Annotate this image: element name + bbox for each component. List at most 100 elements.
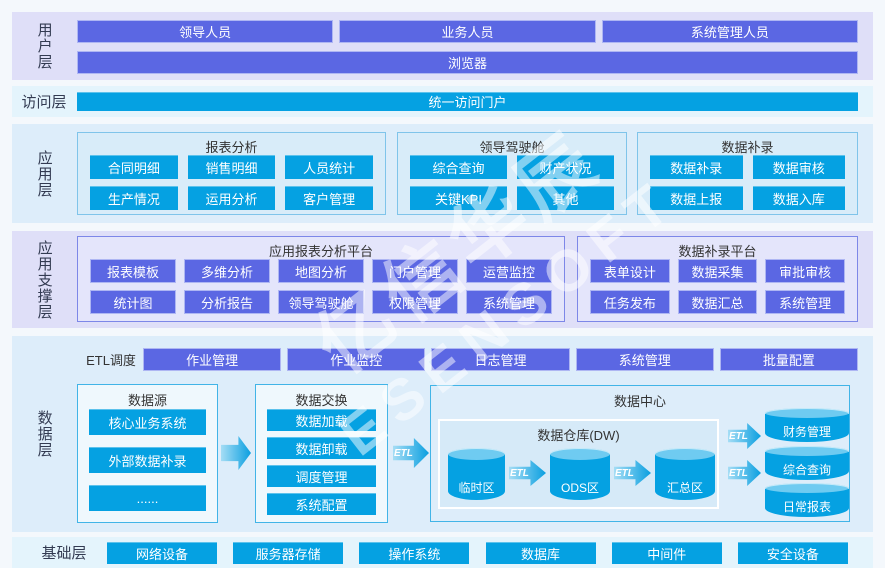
group-cockpit-grid: 综合查询 财产状况 关键KPI 其他 (410, 155, 614, 210)
node-batch-config: 批量配置 (719, 348, 859, 371)
group-report-platform-title: 应用报表分析平台 (268, 244, 373, 259)
cylinder-ods-area: ODS区 (550, 448, 610, 500)
cylinder-finance-mgmt-label: 财务管理 (782, 425, 831, 439)
arrow-etl-dw-to-marts-2: ETL (728, 460, 761, 486)
node-job-monitor: 作业监控 (287, 348, 426, 371)
box-data-center-title: 数据中心 (613, 394, 666, 409)
etl-arrow-text: ETL (729, 467, 748, 479)
cylinder-top (550, 448, 610, 460)
group-data-entry: 数据补录 数据补录 数据审核 数据上报 数据入库 (637, 132, 858, 215)
cylinder-temp-area: 临时区 (448, 448, 505, 500)
node-portal-mgmt: 门户管理 (372, 259, 458, 283)
node-operating-system: 操作系统 (359, 542, 470, 564)
cylinder-body (448, 454, 505, 500)
node-server-storage: 服务器存储 (233, 542, 344, 564)
node-data-entry: 数据补录 (650, 155, 743, 179)
node-staff-stats: 人员统计 (285, 155, 373, 179)
group-report-platform: 应用报表分析平台 报表模板 多维分析 地图分析 门户管理 运营监控 统计图 分析… (77, 236, 565, 322)
group-entry-platform-title: 数据补录平台 (678, 244, 757, 259)
node-external-data-entry: 外部数据补录 (89, 447, 206, 473)
node-sales-detail: 销售明细 (187, 155, 276, 179)
box-data-warehouse-title: 数据仓库(DW) (537, 428, 620, 443)
arrow-source-to-exchange (221, 436, 251, 470)
etl-schedule-label: ETL调度 (86, 353, 136, 368)
node-map-analysis: 地图分析 (278, 259, 364, 283)
node-schedule-mgmt: 调度管理 (267, 465, 376, 487)
group-entry-platform-grid: 表单设计 数据采集 审批审核 任务发布 数据汇总 系统管理 (590, 259, 845, 314)
cylinder-top (765, 446, 849, 456)
arrow-etl-ods-to-summary: ETL (614, 460, 651, 486)
cylinder-top (655, 448, 715, 460)
cylinder-temp-area-label: 临时区 (458, 481, 495, 495)
node-task-publish: 任务发布 (590, 290, 670, 314)
box-data-source: 数据源 核心业务系统 外部数据补录 ...... (77, 384, 218, 523)
arrow-etl-dw-to-marts-1: ETL (728, 423, 761, 449)
cylinder-summary-area-label: 汇总区 (666, 481, 703, 495)
node-ellipsis: ...... (89, 485, 206, 511)
node-security-device: 安全设备 (737, 542, 848, 564)
cylinder-daily-report-label: 日常报表 (782, 500, 831, 514)
layer-app-label: 应用层 (12, 124, 76, 223)
node-data-report: 数据上报 (650, 186, 743, 210)
node-data-audit: 数据审核 (752, 155, 845, 179)
node-system-config: 系统配置 (267, 493, 376, 515)
node-system-mgmt-3: 系统管理 (575, 348, 714, 371)
cylinder-body (765, 414, 849, 442)
cylinder-top (765, 408, 849, 418)
node-log-mgmt: 日志管理 (431, 348, 570, 371)
node-other: 其他 (517, 186, 614, 210)
layer-access-label: 访问层 (21, 94, 67, 111)
group-cockpit: 领导驾驶舱 综合查询 财产状况 关键KPI 其他 (397, 132, 627, 215)
group-cockpit-title: 领导驾驶舱 (479, 140, 545, 155)
node-data-warehouse-in: 数据入库 (752, 186, 845, 210)
box-data-exchange: 数据交换 数据加载 数据卸载 调度管理 系统配置 (255, 384, 388, 523)
node-role-admin: 系统管理人员 (601, 20, 858, 43)
box-data-center: 数据中心 数据仓库(DW) 临时区 ETL ODS区 ETL 汇总区 ET (430, 385, 850, 522)
layer-support-band: 应用支撑层 应用报表分析平台 报表模板 多维分析 地图分析 门户管理 运营监控 … (12, 231, 873, 328)
etl-arrow-text: ETL (615, 467, 634, 479)
user-roles-row: 领导人员 业务人员 系统管理人员 (77, 20, 858, 43)
layer-user-label-text: 用户层 (35, 22, 53, 70)
group-report-platform-grid: 报表模板 多维分析 地图分析 门户管理 运营监控 统计图 分析报告 领导驾驶舱 … (90, 259, 552, 314)
node-comprehensive-query: 综合查询 (410, 155, 507, 179)
layer-app-band: 应用层 报表分析 合同明细 销售明细 人员统计 生产情况 运用分析 客户管理 领… (12, 124, 873, 223)
cylinder-top (448, 448, 505, 460)
node-system-mgmt-1: 系统管理 (466, 290, 552, 314)
cylinder-comprehensive-query: 综合查询 (765, 446, 849, 480)
arrow-etl-temp-to-ods: ETL (509, 460, 546, 486)
node-analysis-report: 分析报告 (184, 290, 270, 314)
box-data-warehouse: 数据仓库(DW) 临时区 ETL ODS区 ETL 汇总区 (438, 419, 719, 509)
node-permission-mgmt: 权限管理 (372, 290, 458, 314)
etl-arrow-text: ETL (729, 430, 748, 442)
node-core-business-system: 核心业务系统 (89, 409, 206, 435)
layer-access-band: 访问层 统一访问门户 (12, 86, 873, 117)
node-role-leader: 领导人员 (77, 20, 334, 43)
layer-base-label: 基础层 (41, 545, 87, 562)
node-middleware: 中间件 (611, 542, 722, 564)
node-leader-cockpit: 领导驾驶舱 (278, 290, 364, 314)
node-ops-monitor: 运营监控 (466, 259, 552, 283)
cylinder-summary-area: 汇总区 (655, 448, 715, 500)
cylinder-daily-report: 日常报表 (765, 483, 849, 517)
node-contract-detail: 合同明细 (90, 155, 178, 179)
arrow-etl-exchange-to-center: ETL (393, 438, 429, 468)
cylinder-body (550, 454, 610, 500)
cylinder-ods-area-label: ODS区 (560, 481, 599, 495)
node-approval-audit: 审批审核 (765, 259, 845, 283)
layer-user-band: 用户层 领导人员 业务人员 系统管理人员 浏览器 (12, 12, 873, 80)
layer-data-label-text: 数据层 (35, 410, 53, 458)
group-report-analysis: 报表分析 合同明细 销售明细 人员统计 生产情况 运用分析 客户管理 (77, 132, 386, 215)
layer-support-label-text: 应用支撑层 (35, 239, 53, 320)
node-data-summary: 数据汇总 (677, 290, 758, 314)
node-database: 数据库 (485, 542, 596, 564)
node-production-status: 生产情况 (90, 186, 178, 210)
cylinder-finance-mgmt: 财务管理 (765, 408, 849, 442)
layer-support-label: 应用支撑层 (12, 231, 76, 328)
group-report-analysis-title: 报表分析 (205, 140, 258, 155)
node-data-load: 数据加载 (267, 409, 376, 431)
cylinder-body (765, 489, 849, 517)
box-data-source-title: 数据源 (127, 393, 167, 408)
node-network-device: 网络设备 (107, 542, 217, 564)
node-key-kpi: 关键KPI (410, 186, 507, 210)
node-report-template: 报表模板 (90, 259, 176, 283)
